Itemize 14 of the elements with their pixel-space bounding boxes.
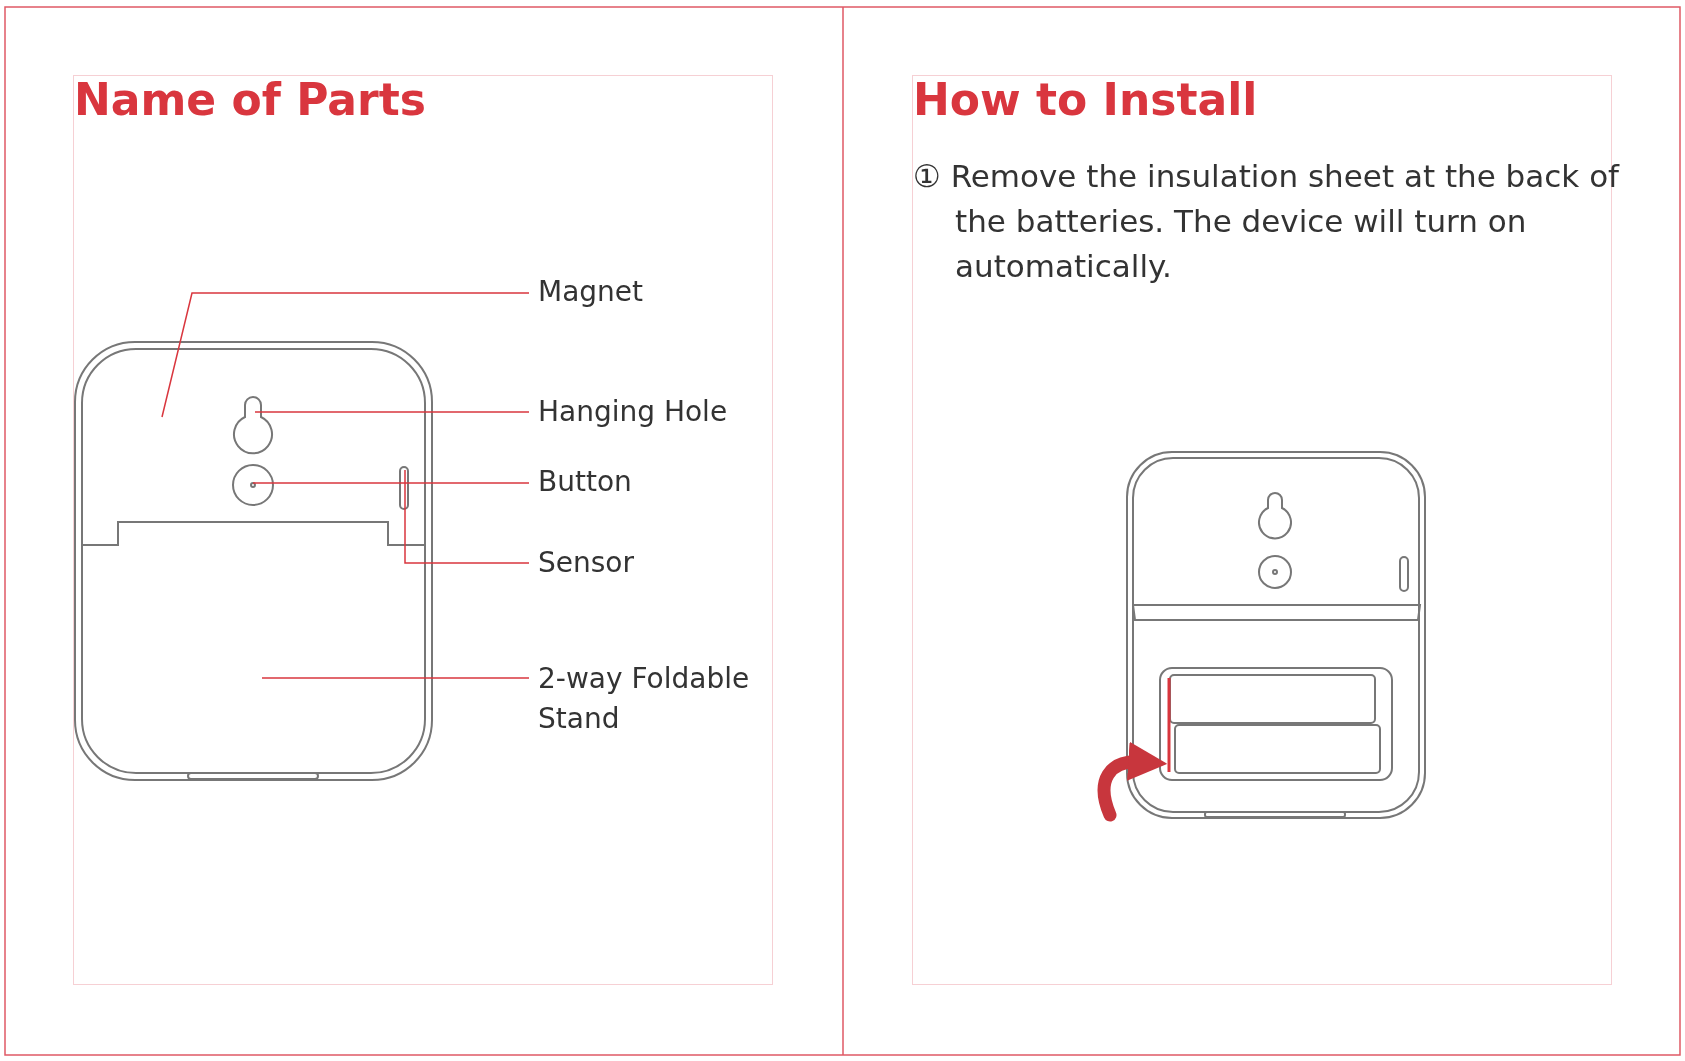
instruction-text: ① Remove the insulation sheet at the back of the batteries. The device will turn on automatically.: [913, 157, 1621, 286]
part-label: Sensor: [538, 543, 634, 583]
panel-frame: [73, 75, 773, 985]
part-label: Magnet: [538, 272, 644, 312]
part-label: 2-way Foldable Stand: [538, 659, 768, 739]
part-label: Hanging Hole: [538, 392, 728, 432]
section-heading: How to Install: [913, 76, 1258, 125]
leader-line: [404, 469, 530, 564]
leader-line: [261, 677, 530, 679]
part-label: Button: [538, 462, 632, 502]
leader-line: [161, 292, 530, 418]
section-heading: Name of Parts: [74, 76, 426, 125]
leader-line: [254, 411, 530, 413]
leader-line: [252, 482, 530, 484]
